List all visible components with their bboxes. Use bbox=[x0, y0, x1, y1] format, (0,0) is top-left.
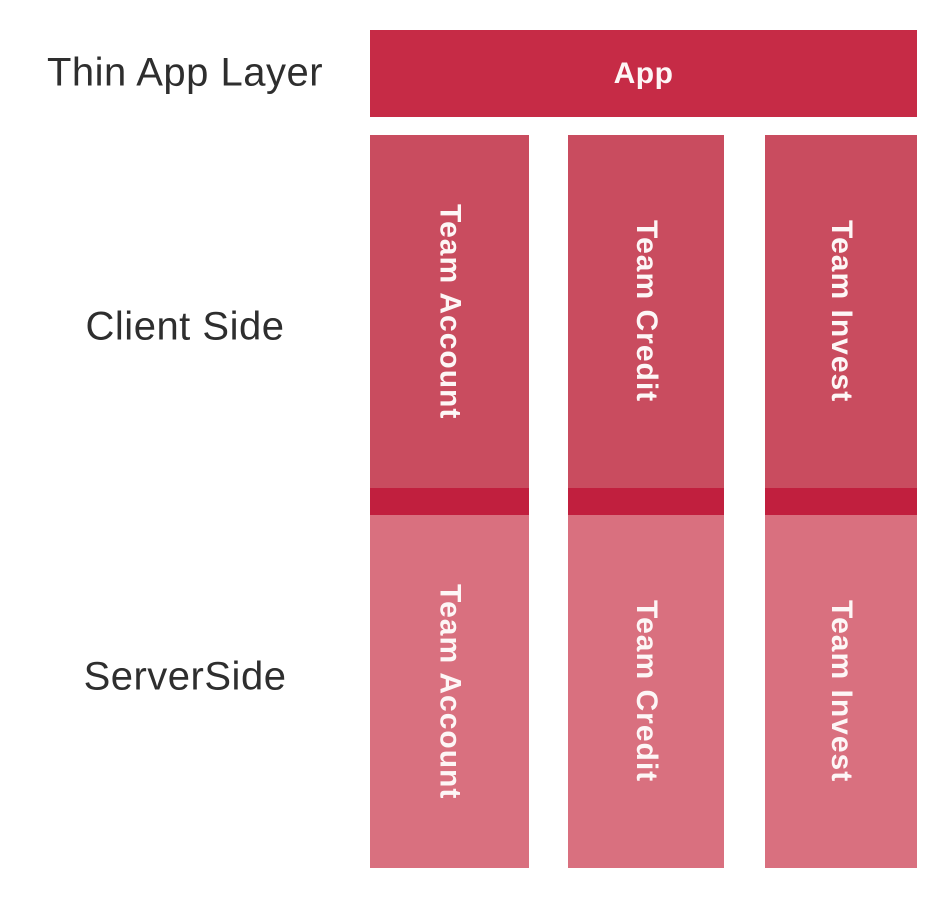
layer-label-thin-app: Thin App Layer bbox=[46, 50, 324, 95]
app-bar: App bbox=[370, 30, 917, 117]
client-segment-label: Team Invest bbox=[825, 220, 858, 403]
client-server-separator bbox=[370, 488, 529, 515]
team-column-account: Team Account Team Account bbox=[370, 135, 529, 868]
server-segment-team-credit: Team Credit bbox=[568, 515, 724, 868]
server-segment-team-invest: Team Invest bbox=[765, 515, 917, 868]
layer-label-server-side: ServerSide bbox=[83, 654, 287, 699]
client-segment-team-account: Team Account bbox=[370, 135, 529, 488]
client-server-separator bbox=[765, 488, 917, 515]
client-segment-team-invest: Team Invest bbox=[765, 135, 917, 488]
client-segment-label: Team Credit bbox=[630, 220, 663, 403]
app-bar-label: App bbox=[613, 56, 674, 90]
server-segment-label: Team Invest bbox=[825, 600, 858, 783]
client-segment-label: Team Account bbox=[433, 203, 467, 420]
server-segment-label: Team Account bbox=[433, 583, 467, 800]
server-segment-team-account: Team Account bbox=[370, 515, 529, 868]
server-segment-label: Team Credit bbox=[630, 600, 663, 783]
team-column-invest: Team Invest Team Invest bbox=[765, 135, 917, 868]
client-server-separator bbox=[568, 488, 724, 515]
client-segment-team-credit: Team Credit bbox=[568, 135, 724, 488]
team-column-credit: Team Credit Team Credit bbox=[568, 135, 724, 868]
layer-label-client-side: Client Side bbox=[85, 304, 285, 349]
